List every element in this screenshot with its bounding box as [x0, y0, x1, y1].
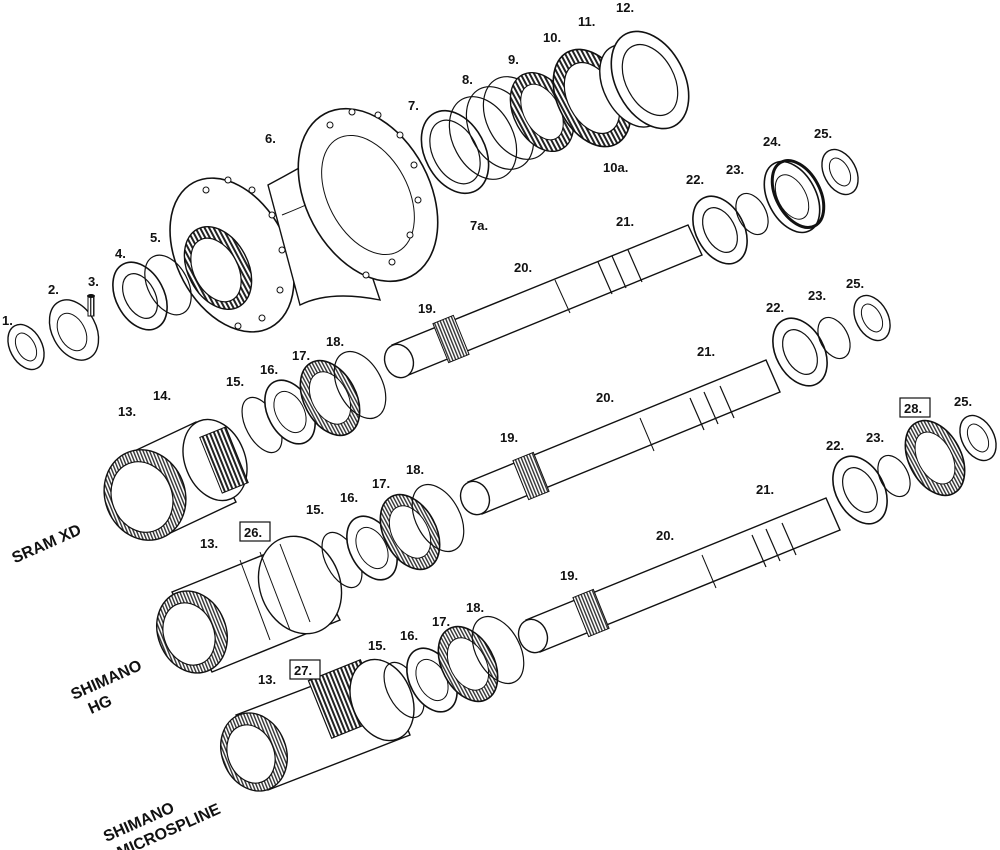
label-7a: 7a. — [470, 218, 488, 233]
label-27-boxed: 27. — [289, 659, 321, 680]
bearing-4 — [112, 261, 168, 331]
label-13c: 13. — [258, 672, 276, 687]
label-15c: 15. — [368, 638, 386, 653]
label-25b: 25. — [846, 276, 864, 291]
label-27: 27. — [294, 663, 312, 678]
label-20b: 20. — [596, 390, 614, 405]
label-18b: 18. — [406, 462, 424, 477]
label-23c: 23. — [866, 430, 884, 445]
freehub-sram-xd — [103, 418, 249, 541]
label-22a: 22. — [686, 172, 704, 187]
label-15b: 15. — [306, 502, 324, 517]
bearing-16-17-ms — [406, 615, 525, 713]
group-sram-xd-line-1: SRAM XD — [10, 522, 84, 568]
end-cap-25-top — [821, 148, 859, 196]
group-label-shimano-hg: SHIMANO HG — [69, 657, 145, 717]
label-4: 4. — [115, 246, 126, 261]
label-6: 6. — [265, 131, 276, 146]
label-20c: 20. — [656, 528, 674, 543]
hub-shell — [169, 107, 439, 333]
bearing-22-top — [692, 192, 769, 265]
label-11: 11. — [578, 14, 595, 29]
label-18a: 18. — [326, 334, 344, 349]
end-cap-1 — [7, 323, 45, 371]
lockring-24 — [763, 159, 826, 234]
group-label-shimano-microspline: SHIMANO MICROSPLINE — [101, 800, 223, 850]
label-8: 8. — [462, 72, 473, 87]
label-5: 5. — [150, 230, 161, 245]
label-12: 12. — [616, 0, 634, 15]
label-17a: 17. — [292, 348, 310, 363]
label-21a: 21. — [616, 214, 634, 229]
ring-11-12 — [599, 30, 690, 130]
part-labels: 1. 2. 3. 4. 5. 6. 7. 7a. 8. 9. 10. 10a. … — [2, 0, 972, 687]
label-13b: 13. — [200, 536, 218, 551]
freehub-shimano-microspline — [220, 658, 415, 792]
label-17b: 17. — [372, 476, 390, 491]
label-1: 1. — [2, 313, 13, 328]
label-10: 10. — [543, 30, 561, 45]
label-18c: 18. — [466, 600, 484, 615]
label-19a: 19. — [418, 301, 436, 316]
label-20a: 20. — [514, 260, 532, 275]
label-17c: 17. — [432, 614, 450, 629]
label-15a: 15. — [226, 374, 244, 389]
label-16b: 16. — [340, 490, 358, 505]
label-21b: 21. — [697, 344, 715, 359]
end-cap-25-mid — [853, 294, 891, 342]
axle-2 — [459, 359, 781, 516]
label-28: 28. — [904, 401, 922, 416]
label-16a: 16. — [260, 362, 278, 377]
label-25a: 25. — [814, 126, 832, 141]
label-19c: 19. — [560, 568, 578, 583]
label-13a: 13. — [118, 404, 136, 419]
label-24: 24. — [763, 134, 781, 149]
label-19b: 19. — [500, 430, 518, 445]
label-26-boxed: 26. — [239, 521, 271, 542]
axle-3 — [517, 497, 841, 654]
axle-1 — [383, 224, 703, 379]
label-2: 2. — [48, 282, 59, 297]
label-10a: 10a. — [603, 160, 628, 175]
seal-5 — [144, 254, 192, 316]
collar-bolt-3 — [87, 294, 95, 317]
label-7: 7. — [408, 98, 419, 113]
label-16c: 16. — [400, 628, 418, 643]
bearing-22-mid — [772, 316, 851, 387]
bearing-22-bottom — [832, 454, 911, 525]
label-3: 3. — [88, 274, 99, 289]
lockring-28 — [904, 419, 966, 497]
label-22c: 22. — [826, 438, 844, 453]
label-28-boxed: 28. — [899, 397, 931, 418]
label-9: 9. — [508, 52, 519, 67]
freehub-shimano-hg — [156, 535, 343, 674]
label-14: 14. — [153, 388, 171, 403]
bearing-16-17-xd — [264, 350, 387, 445]
label-21c: 21. — [756, 482, 774, 497]
label-22b: 22. — [766, 300, 784, 315]
label-23b: 23. — [808, 288, 826, 303]
preload-collar-2 — [48, 299, 100, 361]
label-23a: 23. — [726, 162, 744, 177]
label-25c: 25. — [954, 394, 972, 409]
label-26: 26. — [244, 525, 262, 540]
end-cap-25-bottom — [959, 414, 997, 462]
group-label-sram-xd: SRAM XD — [10, 522, 84, 568]
bearing-16-17-hg — [346, 483, 465, 581]
ratchet-springs-7-8 — [420, 76, 552, 195]
